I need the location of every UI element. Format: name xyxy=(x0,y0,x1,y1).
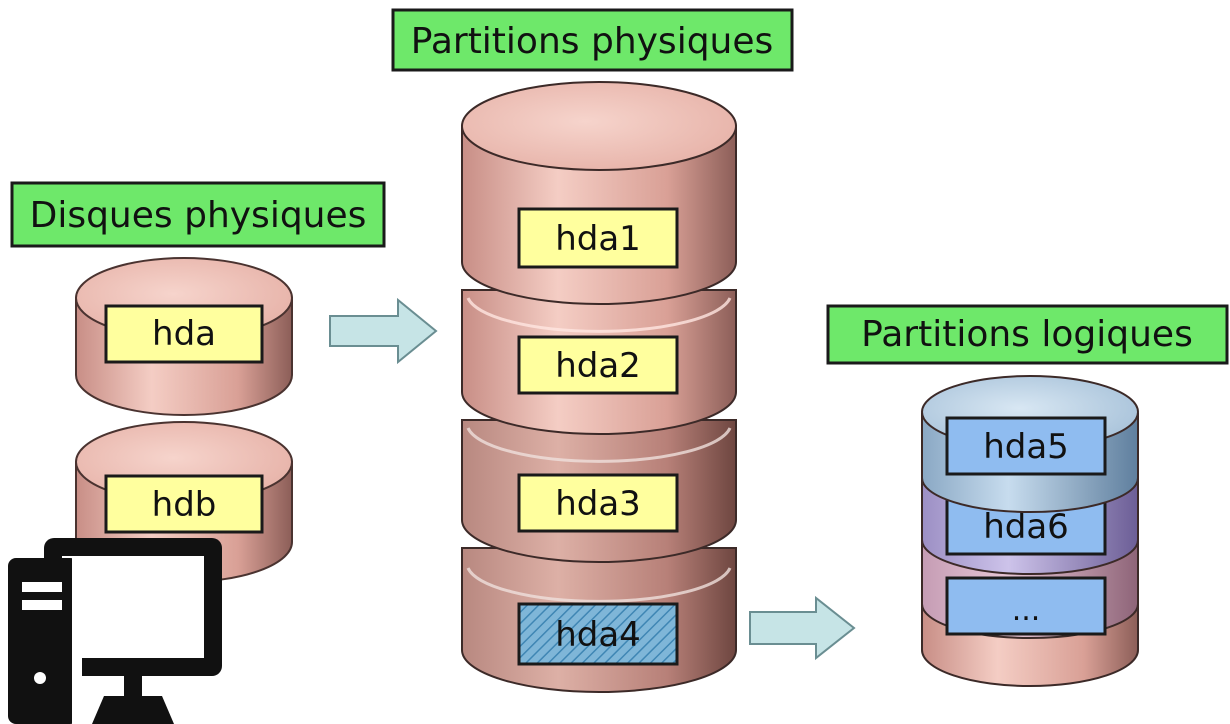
svg-text:hda4: hda4 xyxy=(555,615,641,655)
svg-text:...: ... xyxy=(1012,593,1041,628)
partition-hda1: hda1 xyxy=(461,81,737,305)
arrow-partitions-to-logical xyxy=(749,595,856,661)
svg-text:hda5: hda5 xyxy=(983,427,1069,467)
svg-text:hda3: hda3 xyxy=(555,484,641,524)
partition-hda3: hda3 xyxy=(461,419,737,563)
svg-text:Partitions logiques: Partitions logiques xyxy=(861,314,1193,355)
arrow-disks-to-partitions xyxy=(329,297,438,365)
svg-text:hda: hda xyxy=(152,314,216,354)
svg-text:hda6: hda6 xyxy=(983,507,1069,547)
svg-text:Partitions physiques: Partitions physiques xyxy=(411,21,774,62)
svg-text:hda1: hda1 xyxy=(555,219,641,259)
title-physical-disks: Disques physiques xyxy=(10,181,386,248)
logical-partition-hda5: hda5 xyxy=(921,375,1139,513)
svg-text:hda2: hda2 xyxy=(555,346,641,386)
svg-text:hdb: hdb xyxy=(152,485,217,525)
svg-text:Disques physiques: Disques physiques xyxy=(30,195,367,236)
title-physical-partitions: Partitions physiques xyxy=(391,8,794,72)
disk-hda: hda xyxy=(75,257,293,416)
partition-hda2: hda2 xyxy=(461,289,737,435)
title-logical-partitions: Partitions logiques xyxy=(826,304,1229,365)
computer-icon xyxy=(8,538,222,724)
partition-hda4: hda4 xyxy=(461,547,737,693)
